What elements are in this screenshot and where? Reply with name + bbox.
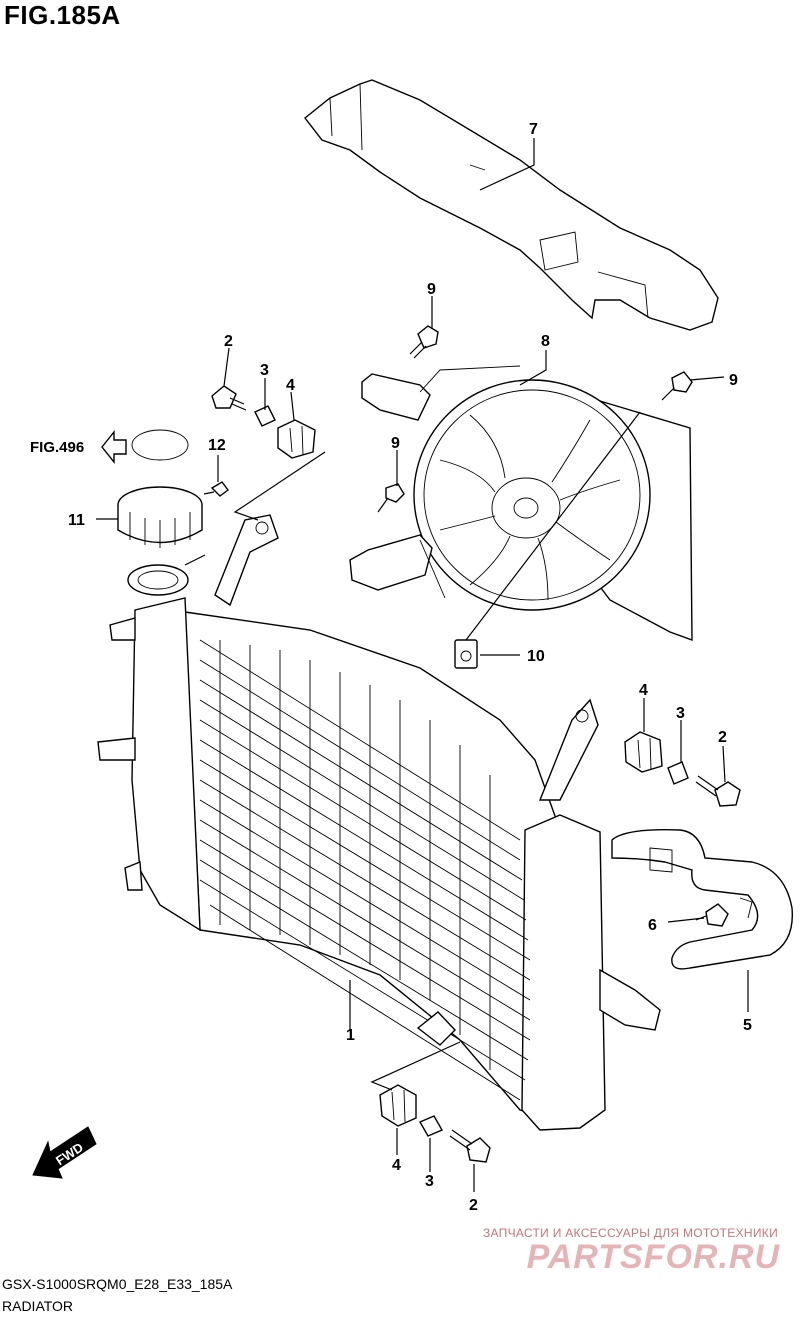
figure-title: FIG.185A [4,0,121,30]
part-2-bolt-lower [449,1129,491,1163]
callout-3-upper-left: 3 [260,362,269,379]
filler-neck [127,554,206,596]
part-1-radiator-core [97,514,661,1131]
part-2-bolt-upper-left [211,385,247,411]
callout-10: 10 [527,648,545,665]
part-12-small-bolt [203,481,229,497]
part-3-collar-upper-left [254,405,276,427]
part-7-cover [304,79,719,331]
model-code: GSX-S1000SRQM0_E28_E33_185A [2,1276,233,1292]
part-9-bolt-right [661,371,693,401]
part-9-bolt-left [377,483,405,513]
callout-4-right: 4 [639,682,648,699]
callout-4-upper-left: 4 [286,377,295,394]
callout-11: 11 [68,512,85,529]
callout-9-top: 9 [427,281,436,298]
callout-3-right: 3 [676,705,685,722]
callout-9-left: 9 [391,435,400,452]
leader-lines [96,138,749,1192]
diagram-caption: RADIATOR [2,1298,74,1314]
callout-5: 5 [743,1017,752,1034]
callout-6: 6 [648,917,657,934]
callout-labels: 1 2 2 2 3 3 3 4 4 4 5 6 7 8 9 9 9 10 11 … [68,121,752,1214]
part-6-bolt [695,903,729,927]
part-3-collar-right [667,761,689,785]
part-4-grommet-upper-left [277,419,316,459]
part-9-bolt-top [409,325,439,359]
callout-4-lower: 4 [392,1157,401,1174]
fig-reference-arrow-icon [101,430,127,464]
callout-9-right: 9 [729,372,738,389]
watermark-brand: PARTSFOR.RU [526,1238,780,1276]
part-4-grommet-right [624,731,663,773]
part-3-collar-lower [419,1115,443,1137]
part-4-grommet-lower [379,1084,417,1127]
callout-1: 1 [346,1027,355,1044]
callout-2-lower: 2 [469,1197,478,1214]
fig-reference-label[interactable]: FIG.496 [30,439,84,456]
callout-2-upper-left: 2 [224,333,233,350]
part-11-radiator-cap [117,429,203,548]
callout-8: 8 [541,333,550,350]
fwd-direction-arrow-icon: FWD [32,1126,97,1179]
part-8-fan-assembly [349,365,693,642]
watermark-tagline: ЗАПЧАСТИ И АКСЕССУАРЫ ДЛЯ МОТОТЕХНИКИ [482,1226,778,1240]
part-2-bolt-right [695,775,741,807]
callout-3-lower: 3 [425,1173,434,1190]
part-10-clip-nut [454,639,478,669]
callout-2-right: 2 [718,729,727,746]
part-5-hose [611,829,794,970]
callout-7: 7 [529,121,538,138]
callout-12: 12 [208,437,226,454]
